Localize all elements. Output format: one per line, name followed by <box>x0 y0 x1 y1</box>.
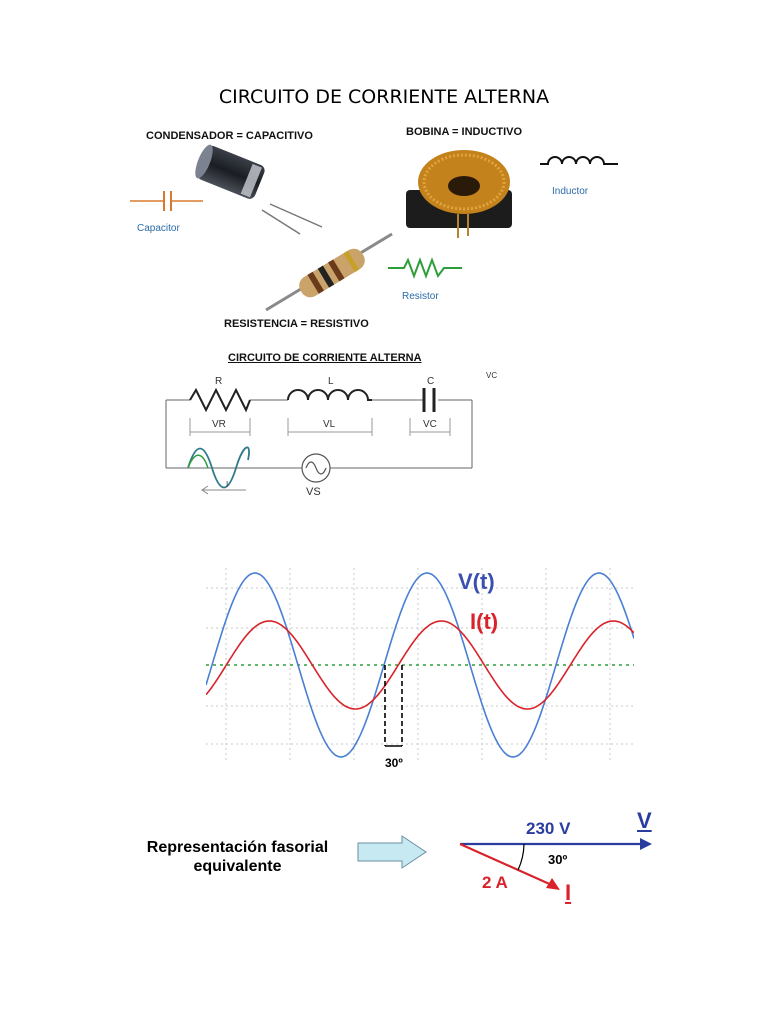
circuit-label-vr: VR <box>212 419 226 430</box>
phasor-caption: Representación fasorial equivalente <box>130 838 345 876</box>
phasor-angle: 30º <box>548 852 568 867</box>
phasor-voltage-symbol: V <box>637 808 652 833</box>
page-title: CIRCUITO DE CORRIENTE ALTERNA <box>218 86 550 108</box>
circuit-label-l: L <box>328 376 334 387</box>
phasor-caption-line2: equivalente <box>193 858 282 875</box>
capacitor-symbol-label: Capacitor <box>137 223 180 234</box>
circuit-vc-top-label: VC <box>486 371 498 380</box>
circuit-label-source: VS <box>306 486 321 498</box>
circuit-label-c: C <box>427 376 435 387</box>
arrow-right-icon <box>357 835 427 869</box>
inductor-symbol-label: Inductor <box>552 186 589 197</box>
voltage-label: V(t) <box>458 569 495 594</box>
resistor-symbol-label: Resistor <box>402 291 439 302</box>
voltage-curve <box>206 572 634 758</box>
toroid-inductor-icon <box>406 150 512 238</box>
circuit-label-r: R <box>215 376 223 387</box>
phasor-current-symbol: I <box>565 880 572 905</box>
resistor-component-icon <box>265 232 393 312</box>
chart-grid <box>206 568 634 762</box>
waveform-chart <box>206 568 634 762</box>
resistor-heading: RESISTENCIA = RESISTIVO <box>224 318 369 330</box>
inductor-symbol-icon <box>540 156 618 165</box>
circuit-label-vc: VC <box>423 419 437 430</box>
current-label: I(t) <box>470 609 499 634</box>
phasor-caption-line1: Representación fasorial <box>146 839 329 856</box>
phasor-current-value: 2 A <box>482 873 508 892</box>
angle-arc <box>517 843 525 871</box>
electrolytic-capacitor-icon <box>195 144 323 235</box>
phase-label: 30º <box>385 756 403 770</box>
phasor-voltage-value: 230 V <box>526 819 571 838</box>
circuit-title: CIRCUITO DE CORRIENTE ALTERNA <box>228 352 422 364</box>
current-phasor-arrowhead-icon <box>546 878 560 890</box>
circuit-label-vl: VL <box>323 419 336 430</box>
voltage-phasor-arrowhead-icon <box>640 838 652 850</box>
capacitor-heading: CONDENSADOR = CAPACITIVO <box>146 130 313 142</box>
inductor-heading: BOBINA = INDUCTIVO <box>406 126 523 138</box>
resistor-symbol-icon <box>388 257 462 279</box>
phasor-diagram <box>459 838 652 890</box>
rlc-circuit-diagram <box>165 387 473 495</box>
current-phasor <box>459 842 555 888</box>
circuit-label-current: I <box>226 480 229 489</box>
current-curve <box>206 620 634 710</box>
capacitor-symbol-icon <box>130 191 203 211</box>
